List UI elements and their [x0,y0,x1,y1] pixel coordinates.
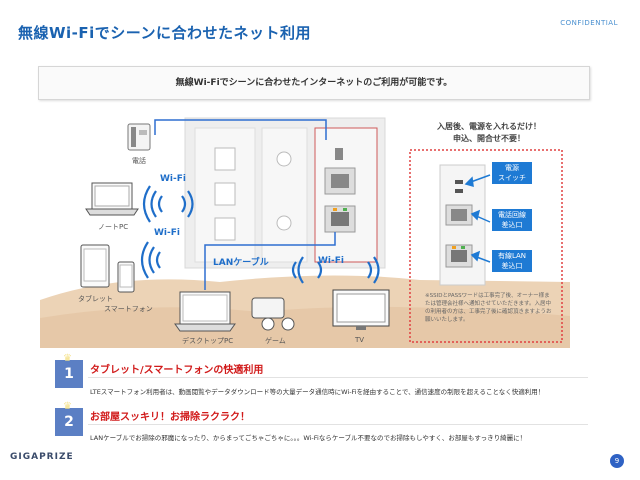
telephone-icon [127,123,151,151]
tv-icon [332,289,390,330]
label-game: ゲーム [265,337,286,345]
feature-1-number: 1 [55,360,83,388]
feature-2-number: 2 [55,408,83,436]
tag-phone-port: 電話回線 差込口 [492,209,532,231]
feature-1-title: タブレット/スマートフォンの快適利用 [90,365,264,376]
label-desktop: デスクトップPC [182,337,234,345]
phone-jack-icon [324,167,356,195]
label-notebook: ノートPC [98,223,129,231]
callout-headline-2: 申込、開合せ不要！ [453,134,525,143]
feature-2-description: LANケーブルでお掃除の邪魔になったり、からまってごちゃごちゃに。。。Wi-Fi… [90,434,527,442]
ssid-note: ※SSIDとPASSワードは工事完了後、オーナー様または管理会社様へ通知させてい… [425,293,552,323]
page-number: 9 [610,454,624,468]
pointer-arrow-icon [464,174,491,263]
wifi-label-2: Wi-Fi [154,228,180,238]
tablet-icon [80,244,110,288]
feature-1-description: LTEスマートフォン利用者は、動画閲覧やデータダウンロード等の大量データ通信時に… [90,388,545,396]
lan-cable-line [154,119,327,140]
crown-icon: ♛ [63,353,72,364]
lan-jack-icon [324,205,356,233]
crown-icon: ♛ [63,401,72,412]
wifi-label-1: Wi-Fi [160,174,186,184]
smartphone-icon [117,261,135,293]
cable-port-icon [276,151,292,167]
callout-headline-1: 入居後、電源を入れるだけ！ [437,122,541,131]
subtitle-box: 無線Wi-Fiでシーンに合わせたインターネットのご利用が可能です。 [38,66,590,100]
footer-logo: GIGAPRIZE [10,452,74,462]
lan-cable-label: LANケーブル [213,258,269,268]
desktop-pc-icon [174,291,236,332]
label-phone: 電話 [132,157,146,165]
wifi-label-3: Wi-Fi [318,256,344,266]
feature-2-title: お部屋スッキリ！お掃除ラクラク！ [90,412,250,423]
outlet-icon [214,147,236,241]
page-title: 無線Wi-Fiでシーンに合わせたネット利用 [18,24,312,42]
tag-lan-port: 有線LAN 差込口 [492,250,532,272]
callout-headline: 入居後、電源を入れるだけ！ 申込、開合せ不要！ [414,121,564,145]
subtitle-text: 無線Wi-Fiでシーンに合わせたインターネットのご利用が可能です。 [175,78,453,88]
notebook-pc-icon [85,182,139,216]
tag-power-switch: 電源 スイッチ [492,162,532,184]
feature-2-rule [88,424,588,425]
feature-1-rule [88,377,588,378]
wall-panel [184,117,386,269]
game-console-icon [251,297,295,331]
label-tablet: タブレット [78,295,113,303]
label-smartphone: スマートフォン [104,305,153,313]
label-tv: TV [355,336,365,344]
confidential-label: CONFIDENTIAL [560,19,618,27]
